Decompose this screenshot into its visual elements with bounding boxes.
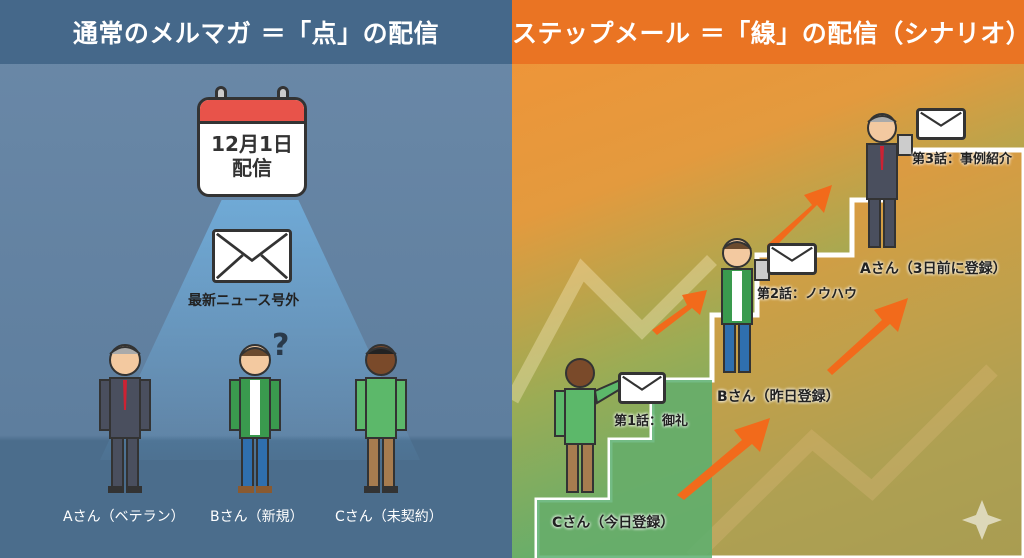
- person-c-label: Cさん（未契約）: [335, 509, 443, 525]
- step3-person-label: Aさん（3日前に登録）: [860, 261, 1007, 277]
- person-a-veteran-icon: [99, 344, 151, 493]
- step3-email-label: 第3話：事例紹介: [912, 152, 1013, 167]
- person-c-prospect-icon: [355, 344, 407, 493]
- step-mail-panel: ステップメール ＝「線」の配信（シナリオ） 第1話：御礼 Cさん（今日登録）: [512, 0, 1024, 558]
- person-b-label: Bさん（新規）: [210, 509, 304, 525]
- step2-envelope-icon: [767, 243, 817, 275]
- question-mark-icon: ?: [272, 328, 290, 363]
- person-b-new-icon: [229, 344, 281, 493]
- broadcast-title: 通常のメルマガ ＝「点」の配信: [0, 0, 512, 64]
- person-b-step2-icon: [721, 238, 770, 373]
- step2-person-label: Bさん（昨日登録）: [717, 389, 840, 405]
- staircase-graphic: [512, 147, 1024, 558]
- step1-person-label: Cさん（今日登録）: [552, 515, 675, 531]
- step1-envelope-icon: [618, 372, 666, 404]
- person-a-step3-icon: [866, 113, 913, 248]
- calendar-caption: 配信: [232, 156, 272, 180]
- step2-email-label: 第2話：ノウハウ: [757, 287, 858, 302]
- step3-envelope-icon: [916, 108, 966, 140]
- step1-email-label: 第1話：御礼: [614, 414, 689, 429]
- step-mail-title: ステップメール ＝「線」の配信（シナリオ）: [512, 0, 1024, 64]
- calendar-date: 12月1日: [211, 132, 293, 156]
- envelope-label: 最新ニュース号外: [188, 293, 300, 309]
- broadcast-panel: 通常のメルマガ ＝「点」の配信 12月1日 配信 最新ニュース号外 ?: [0, 0, 512, 558]
- person-a-label: Aさん（ベテラン）: [63, 509, 185, 525]
- calendar-icon: 12月1日 配信: [197, 97, 307, 197]
- person-c-step1-icon: [554, 358, 620, 493]
- envelope-icon: [212, 229, 292, 283]
